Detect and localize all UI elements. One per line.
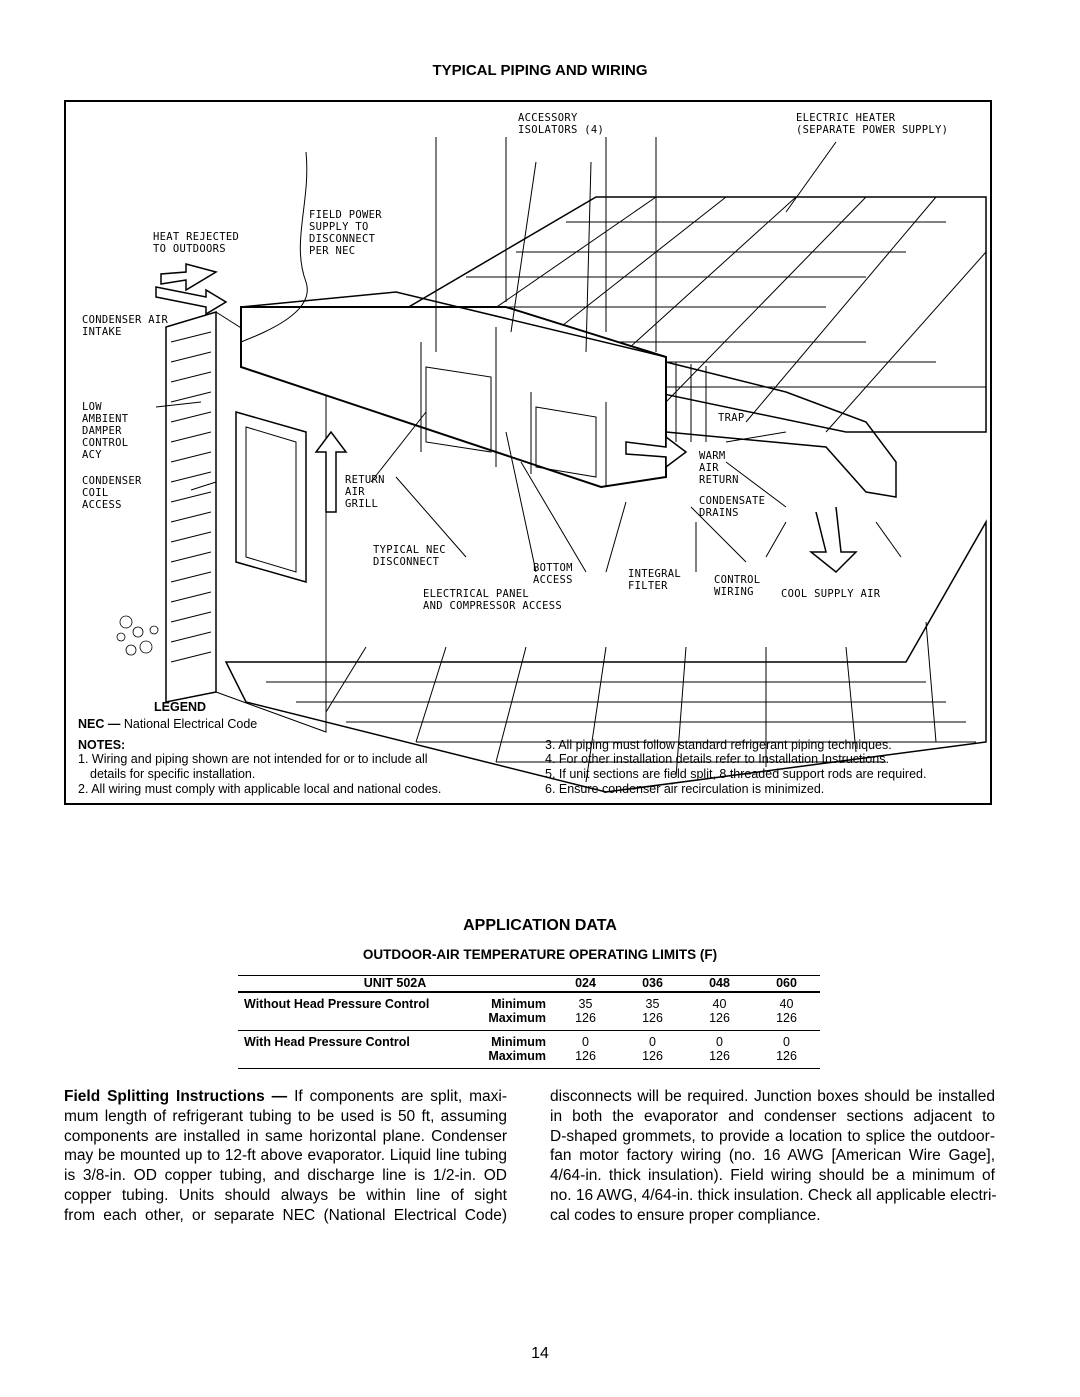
label-electric-heater: ELECTRIC HEATER (SEPARATE POWER SUPPLY) (796, 112, 949, 136)
table-type-label: Minimum (491, 1034, 546, 1049)
paragraph-line: Field Splitting Instructions — If compon… (64, 1088, 507, 1105)
label-integral-filter: INTEGRAL FILTER (628, 568, 681, 592)
label-heat-rejected: HEAT REJECTED TO OUTDOORS (153, 231, 240, 255)
legend-definition: National Electrical Code (123, 717, 258, 731)
label-accessory-isolators: ACCESSORY ISOLATORS (4) (518, 112, 605, 136)
table-cell: 0 (649, 1034, 656, 1049)
note-3: 3. All piping must follow standard refri… (545, 738, 892, 752)
table-cell: 126 (709, 1049, 730, 1063)
label-control-wiring: CONTROL WIRING (714, 574, 761, 598)
note-5: 5. If unit sections are field split, 8 t… (545, 767, 927, 781)
table-type-label: Minimum (491, 996, 546, 1011)
table-type-label: Maximum (488, 1011, 546, 1025)
table-group-label (238, 1011, 470, 1030)
note-2: 2. All wiring must comply with applicabl… (78, 782, 442, 796)
table-cell: 126 (575, 1011, 596, 1025)
label-low-ambient: LOW AMBIENT DAMPER CONTROL ACY (82, 401, 129, 461)
table-cell: 35 (578, 996, 593, 1011)
notes-title: NOTES: (78, 738, 126, 752)
label-warm-air-return: WARM AIR RETURN (699, 450, 739, 486)
paragraph-line: is 3/8-in. OD copper tubing, and dischar… (64, 1167, 507, 1185)
label-condenser-coil-access: CONDENSER COIL ACCESS (82, 475, 142, 511)
label-bottom-access: BOTTOM ACCESS (533, 562, 573, 586)
table-header-row: UNIT 502A 024 036 048 060 (238, 975, 820, 992)
label-electrical-panel: ELECTRICAL PANEL AND COMPRESSOR ACCESS (423, 588, 563, 612)
legend-title: LEGEND (154, 700, 207, 714)
label-condenser-air-intake: CONDENSER AIR INTAKE (82, 314, 169, 338)
table-cell: 0 (716, 1034, 723, 1049)
table-cell: 126 (776, 1011, 797, 1025)
legend-entry: NEC — National Electrical Code (78, 717, 257, 731)
paragraph-line: in both the evaporator and condenser sec… (550, 1107, 995, 1125)
note-4: 4. For other installation details refer … (545, 752, 889, 766)
table-type-label: Maximum (488, 1049, 546, 1063)
paragraph-line: D-shaped grommets, to provide a location… (550, 1127, 995, 1145)
table-group-label: Without Head Pressure Control (244, 996, 430, 1011)
table-cell: 126 (709, 1011, 730, 1025)
table-col-header: 036 (642, 976, 663, 990)
legend-abbr: NEC — (78, 717, 121, 731)
table-col-header: 048 (709, 976, 730, 990)
piping-wiring-illustration (116, 137, 987, 793)
table-title: OUTDOOR-AIR TEMPERATURE OPERATING LIMITS… (362, 947, 718, 962)
label-return-air-grill: RETURN AIR GRILL (345, 474, 385, 510)
paragraph-line: from each other, or separate NEC (Nation… (64, 1206, 507, 1224)
field-splitting-right-column: disconnects will be required. Junction b… (550, 1087, 997, 1226)
table-unit-header: UNIT 502A (363, 976, 427, 990)
paragraph-line: copper tubing. Units should always be wi… (64, 1186, 507, 1204)
diagram-frame: ACCESSORY ISOLATORS (4) ELECTRIC HEATER … (64, 100, 992, 805)
label-typical-nec-disconnect: TYPICAL NEC DISCONNECT (373, 544, 446, 568)
table-col-header: 060 (776, 976, 797, 990)
table-col-header: 024 (575, 976, 596, 990)
paragraph-line: disconnects will be required. Junction b… (550, 1088, 995, 1105)
field-splitting-left-column: Field Splitting Instructions — If compon… (64, 1087, 507, 1226)
table-row: With Head Pressure Control Minimum 0 0 0… (238, 1030, 820, 1049)
label-trap: TRAP (718, 412, 745, 424)
paragraph-line: cal codes to ensure proper compliance. (550, 1206, 821, 1224)
table-cell: 126 (575, 1049, 596, 1063)
paragraph-line: components are installed in same horizon… (64, 1127, 507, 1145)
table-group-label (238, 1049, 470, 1068)
note-6: 6. Ensure condenser air recirculation is… (545, 782, 825, 796)
note-1: 1. Wiring and piping shown are not inten… (78, 752, 428, 766)
paragraph-line: no. 16 AWG, 4/64-in. thick insulation. C… (550, 1186, 997, 1204)
label-condensate-drains: CONDENSATE DRAINS (699, 495, 766, 519)
table-cell: 126 (642, 1049, 663, 1063)
table-row: Maximum 126 126 126 126 (238, 1049, 820, 1068)
table-row: Without Head Pressure Control Minimum 35… (238, 992, 820, 1012)
paragraph-line: 4/64-in. thick insulation). Field wiring… (550, 1167, 995, 1185)
label-field-power: FIELD POWER SUPPLY TO DISCONNECT PER NEC (309, 209, 382, 257)
table-row: Maximum 126 126 126 126 (238, 1011, 820, 1030)
paragraph-line: fan motor factory wiring (no. 16 AWG [Am… (550, 1147, 995, 1165)
field-splitting-heading: Field Splitting Instructions — (64, 1088, 288, 1105)
paragraph-line: mum length of refrigerant tubing to be u… (64, 1107, 507, 1125)
table-cell: 126 (642, 1011, 663, 1025)
table-cell: 0 (783, 1034, 790, 1049)
note-1-cont: details for specific installation. (90, 767, 256, 781)
table-group-label: With Head Pressure Control (244, 1034, 410, 1049)
label-cool-supply-air: COOL SUPPLY AIR (781, 588, 881, 600)
table-cell: 35 (645, 996, 660, 1011)
section-title-piping: TYPICAL PIPING AND WIRING (432, 62, 648, 79)
paragraph-line: may be mounted up to 12-ft above evapora… (64, 1147, 507, 1165)
table-cell: 40 (779, 996, 794, 1011)
table-cell: 126 (776, 1049, 797, 1063)
table-cell: 0 (582, 1034, 589, 1049)
table-cell: 40 (712, 996, 727, 1011)
page-number: 14 (531, 1345, 549, 1362)
section-title-application-data: APPLICATION DATA (463, 917, 617, 934)
operating-limits-table: UNIT 502A 024 036 048 060 Without Head P… (238, 975, 820, 1069)
